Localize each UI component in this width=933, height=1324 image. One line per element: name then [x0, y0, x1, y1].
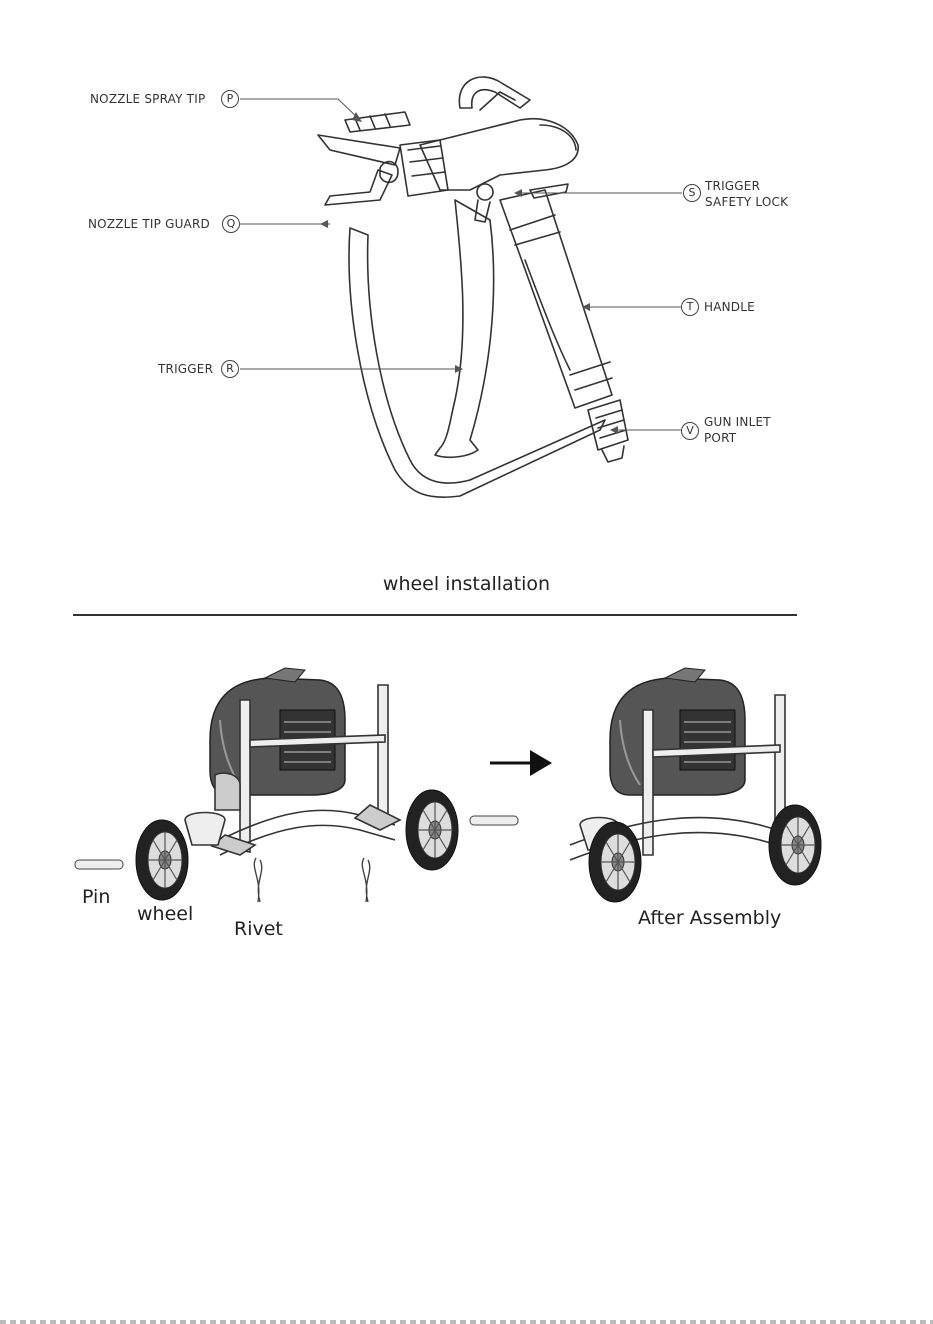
callout-nozzle-spray-tip: NOZZLE SPRAY TIP	[90, 92, 205, 107]
label-rivet: Rivet	[234, 918, 283, 940]
label-wheel: wheel	[137, 903, 193, 925]
callout-gun-inlet-port-line1: GUN INLET	[704, 415, 771, 430]
callout-letter-v: V	[681, 422, 699, 440]
label-after-assembly: After Assembly	[638, 907, 781, 929]
callout-handle: HANDLE	[704, 300, 755, 315]
callout-letter-t: T	[681, 298, 699, 316]
callout-letter-q: Q	[222, 215, 240, 233]
callout-trigger-safety-lock-line2: SAFETY LOCK	[705, 195, 788, 210]
callout-letter-p: P	[221, 90, 239, 108]
callout-gun-inlet-port-line2: PORT	[704, 431, 736, 446]
section-title: wheel installation	[0, 573, 933, 595]
callout-trigger-safety-lock-line1: TRIGGER	[705, 179, 760, 194]
callout-letter-r: R	[221, 360, 239, 378]
callout-nozzle-tip-guard: NOZZLE TIP GUARD	[88, 217, 210, 232]
callout-trigger: TRIGGER	[158, 362, 213, 377]
arrow-right-icon	[490, 750, 552, 776]
section-divider	[73, 614, 797, 616]
spray-gun-illustration	[0, 0, 933, 540]
page-edge-dashes	[0, 1320, 933, 1324]
callout-letter-s: S	[683, 184, 701, 202]
label-pin: Pin	[82, 886, 110, 908]
